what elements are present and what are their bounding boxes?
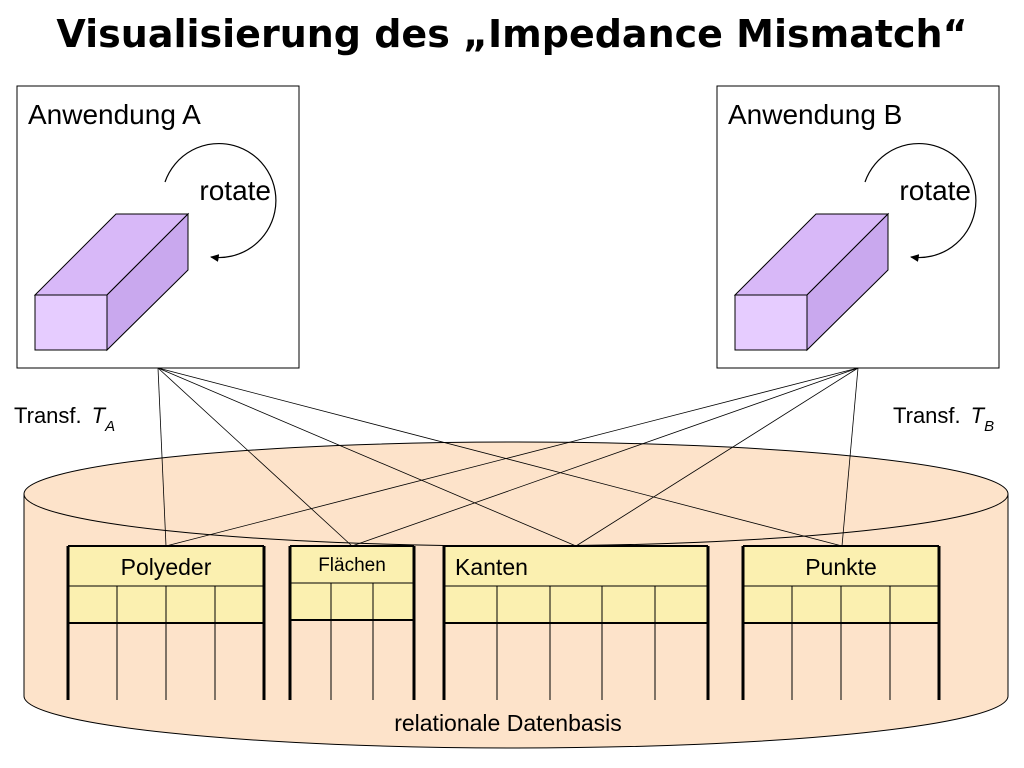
transform-a-subscript: A bbox=[104, 418, 115, 435]
slide-title: Visualisierung des „Impedance Mismatch“ bbox=[56, 12, 968, 56]
transform-b-symbol: T bbox=[971, 403, 986, 428]
link-b-flaechen bbox=[351, 367, 859, 547]
rotate-arrow-icon bbox=[864, 142, 977, 262]
table-flaechen-name: Flächen bbox=[318, 555, 386, 576]
table-punkte-name: Punkte bbox=[805, 554, 877, 580]
connection-lines bbox=[157, 367, 859, 547]
transform-a-symbol: T bbox=[92, 403, 107, 428]
link-a-flaechen bbox=[157, 367, 353, 547]
transform-b-label: Transf. TB bbox=[893, 403, 994, 435]
link-a-kanten bbox=[157, 367, 577, 547]
prism-icon bbox=[733, 212, 890, 352]
app-b-title: Anwendung B bbox=[728, 99, 902, 130]
table-kanten-name: Kanten bbox=[455, 554, 528, 580]
app-a-rotate-label: rotate bbox=[199, 175, 271, 206]
app-a-title: Anwendung A bbox=[28, 99, 201, 130]
link-b-kanten bbox=[575, 367, 859, 547]
app-b-rotate-label: rotate bbox=[899, 175, 971, 206]
table-kanten: Kanten bbox=[442, 545, 710, 700]
cylinder-top bbox=[23, 441, 1009, 547]
link-b-polyeder bbox=[165, 367, 859, 547]
app-b-box: Anwendung B rotate bbox=[716, 85, 1000, 369]
transform-a-label: Transf. TA bbox=[14, 403, 115, 435]
table-punkte: Punkte bbox=[741, 545, 941, 700]
rotate-arrow-icon bbox=[164, 142, 277, 262]
link-b-punkte bbox=[841, 367, 859, 547]
transform-b-text: Transf. bbox=[893, 403, 961, 428]
database-label: relationale Datenbasis bbox=[394, 710, 622, 736]
transform-a-text: Transf. bbox=[14, 403, 82, 428]
app-a-box: Anwendung A rotate bbox=[16, 85, 300, 369]
link-a-polyeder bbox=[157, 367, 167, 547]
table-polyeder-name: Polyeder bbox=[121, 554, 212, 580]
table-polyeder: Polyeder bbox=[66, 545, 266, 700]
prism-icon bbox=[33, 212, 190, 352]
link-a-punkte bbox=[157, 367, 843, 547]
transform-b-subscript: B bbox=[984, 418, 994, 435]
table-flaechen: Flächen bbox=[288, 545, 416, 700]
